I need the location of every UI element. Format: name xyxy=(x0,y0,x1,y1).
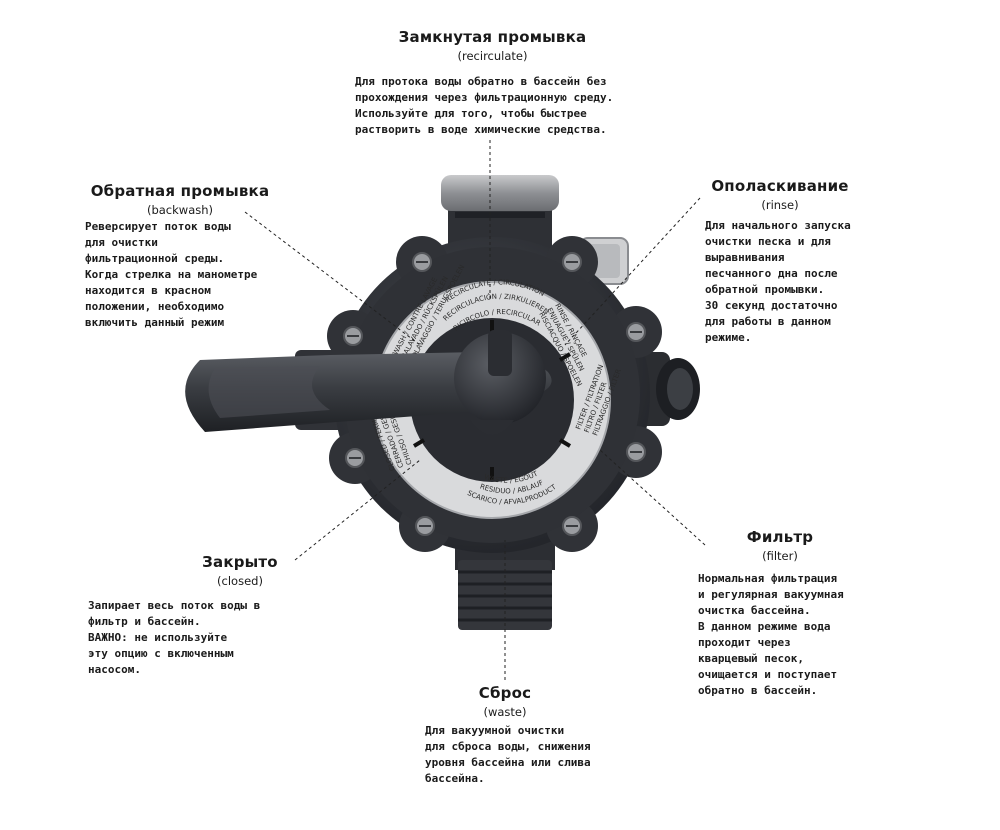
mode-title-closed: Закрыто xyxy=(202,553,278,571)
mode-subtitle-waste: (waste) xyxy=(483,705,527,719)
mode-title-recirculate: Замкнутая промывка xyxy=(398,28,587,46)
mode-description-rinse: Для начального запуска очистки песка и д… xyxy=(705,219,851,344)
annotation-closed: Закрыто (closed) xyxy=(175,553,305,588)
annotation-waste: Сброс (waste) xyxy=(450,684,560,719)
mode-subtitle-filter: (filter) xyxy=(762,549,798,563)
top-port-cap xyxy=(441,175,559,211)
mode-description-backwash: Реверсирует поток воды для очистки фильт… xyxy=(85,220,258,329)
mode-title-waste: Сброс xyxy=(478,684,532,702)
mode-description-closed: Запирает весь поток воды в фильтр и басс… xyxy=(88,599,261,676)
annotation-rinse: Ополаскивание (rinse) xyxy=(695,177,865,212)
mode-title-rinse: Ополаскивание xyxy=(711,177,849,195)
mode-title-backwash: Обратная промывка xyxy=(90,182,270,200)
mode-title-filter: Фильтр xyxy=(746,528,814,546)
mode-description-waste: Для вакуумной очистки для сброса воды, с… xyxy=(425,724,591,785)
mode-description-filter: Нормальная фильтрация и регулярная вакуу… xyxy=(698,572,844,697)
annotation-filter: Фильтр (filter) xyxy=(715,528,845,563)
mode-subtitle-recirculate: (recirculate) xyxy=(457,49,528,63)
annotation-backwash: Обратная промывка (backwash) xyxy=(85,182,275,217)
mode-subtitle-rinse: (rinse) xyxy=(761,198,799,212)
mode-subtitle-backwash: (backwash) xyxy=(146,203,214,217)
handle-hub xyxy=(454,332,546,424)
mode-description-recirculate: Для протока воды обратно в бассейн без п… xyxy=(355,75,614,136)
mode-subtitle-closed: (closed) xyxy=(217,574,263,588)
annotation-recirculate: Замкнутая промывка (recirculate) xyxy=(340,28,645,63)
leader-lines xyxy=(244,140,706,680)
valve-handle xyxy=(185,330,552,435)
